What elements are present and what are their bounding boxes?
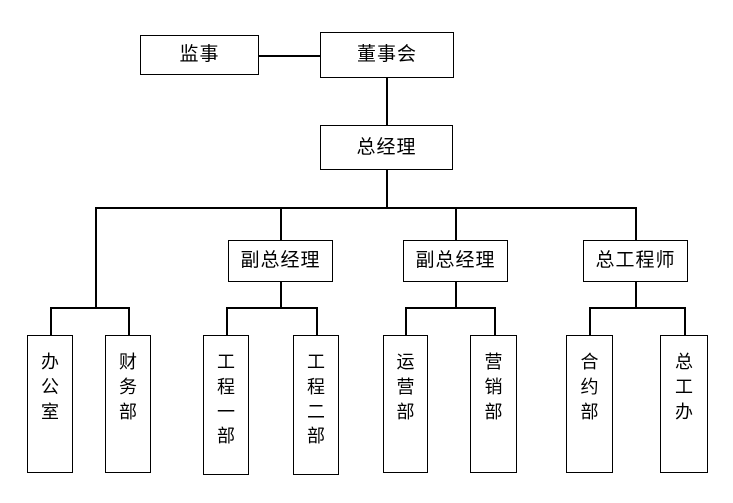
connector-eng-fork-bar: [226, 307, 316, 309]
connector-gm-bus: [95, 207, 636, 209]
connector-marketing-stub: [494, 307, 496, 335]
org-node-label-deputy-gm-2: 副总经理: [415, 250, 496, 272]
connector-engineering-2-stub: [316, 307, 318, 335]
connector-operations-stub: [405, 307, 407, 335]
connector-chief-engineer-down: [635, 282, 637, 307]
org-node-deputy-gm-1[interactable]: 副总经理: [228, 240, 333, 282]
org-node-operations[interactable]: 运 营 部: [383, 335, 428, 473]
org-node-deputy-gm-2[interactable]: 副总经理: [403, 240, 508, 282]
org-node-label-ce-office: 总 工 办: [675, 352, 693, 422]
connector-engineering-1-stub: [226, 307, 228, 335]
connector-supervisor-to-board: [258, 55, 321, 57]
org-node-label-supervisor: 监事: [179, 44, 220, 66]
connector-ce-fork-bar: [589, 307, 684, 309]
org-node-label-engineering-1: 工 程 一 部: [217, 352, 235, 447]
org-node-supervisor[interactable]: 监事: [140, 35, 259, 75]
connector-gm-down: [386, 170, 388, 208]
org-node-label-contract: 合 约 部: [580, 352, 599, 422]
org-node-label-board: 董事会: [356, 44, 417, 66]
org-node-label-chief-engineer: 总工程师: [595, 250, 676, 272]
org-node-label-marketing: 营 销 部: [484, 352, 503, 422]
org-node-engineering-2[interactable]: 工 程 二 部: [293, 335, 339, 475]
org-node-marketing[interactable]: 营 销 部: [470, 335, 517, 473]
org-node-chief-engineer[interactable]: 总工程师: [583, 240, 688, 282]
connector-bus-drop-deputy-2: [455, 207, 457, 240]
org-node-office[interactable]: 办 公 室: [27, 335, 73, 473]
org-node-board[interactable]: 董事会: [320, 32, 454, 78]
org-node-label-finance: 财 务 部: [119, 352, 137, 422]
org-node-label-office: 办 公 室: [41, 352, 59, 422]
connector-office-stub: [50, 307, 52, 335]
connector-ce-office-stub: [684, 307, 686, 335]
org-node-label-deputy-gm-1: 副总经理: [240, 250, 321, 272]
connector-bus-drop-admin: [95, 207, 97, 307]
org-node-ce-office[interactable]: 总 工 办: [660, 335, 708, 473]
connector-board-down: [386, 78, 388, 125]
connector-contract-stub: [589, 307, 591, 335]
org-node-contract[interactable]: 合 约 部: [566, 335, 613, 473]
connector-admin-fork-bar: [50, 307, 130, 309]
connector-deputy-1-down: [280, 282, 282, 307]
connector-bus-drop-chief-engineer: [635, 207, 637, 240]
org-node-engineering-1[interactable]: 工 程 一 部: [203, 335, 249, 475]
connector-ops-fork-bar: [405, 307, 494, 309]
org-node-label-general-manager: 总经理: [356, 136, 417, 158]
connector-bus-drop-deputy-1: [280, 207, 282, 240]
connector-finance-stub: [128, 307, 130, 335]
org-node-general-manager[interactable]: 总经理: [320, 125, 453, 170]
org-node-label-operations: 运 营 部: [396, 352, 415, 422]
connector-deputy-2-down: [455, 282, 457, 307]
org-node-label-engineering-2: 工 程 二 部: [307, 352, 325, 447]
org-node-finance[interactable]: 财 务 部: [105, 335, 151, 473]
